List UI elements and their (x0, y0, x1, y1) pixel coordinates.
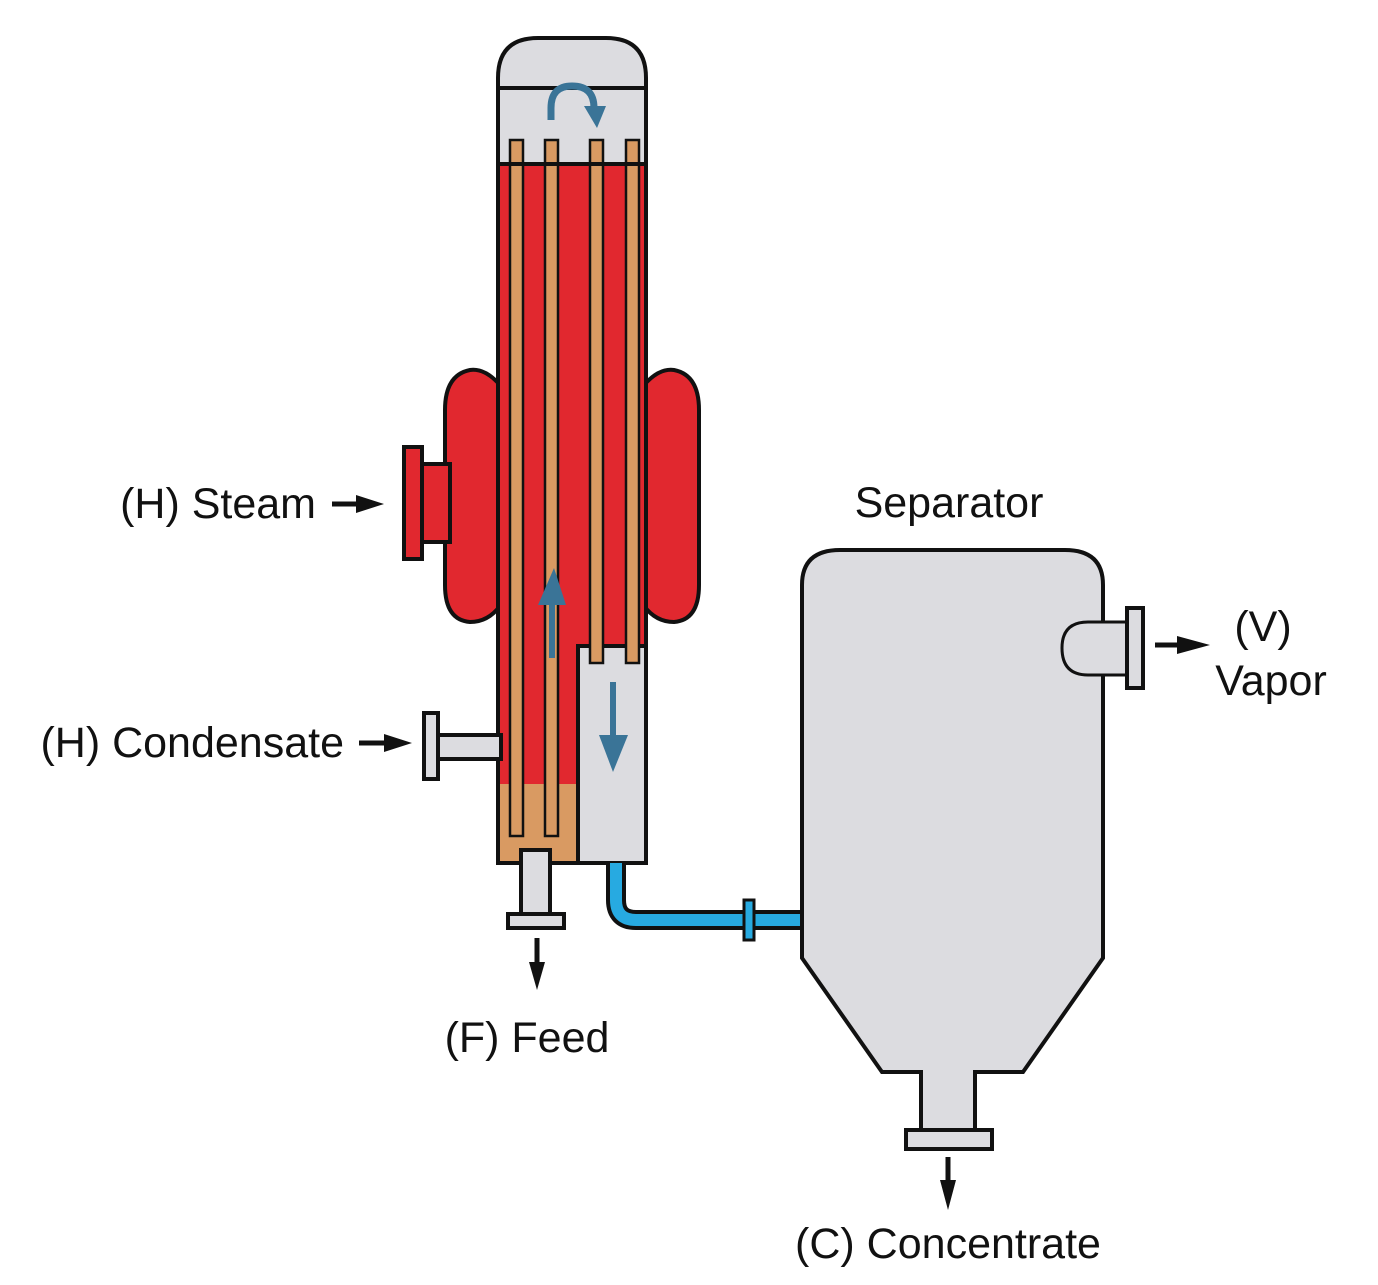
vapor-outlet-flange (1125, 606, 1145, 690)
evaporator-top-dome (496, 36, 648, 90)
steam-jacket-left (443, 367, 502, 625)
recirculation-arrowhead-icon (584, 106, 606, 128)
transfer-pipe-flange (742, 898, 756, 942)
tube-2 (543, 138, 560, 838)
concentrate-outlet-flange (904, 1128, 994, 1151)
transfer-pipe-outline (606, 863, 802, 930)
condensate-outlet-flange (422, 711, 440, 781)
feed-inlet-nozzle (519, 848, 552, 918)
tube-3 (588, 138, 605, 665)
steam-label: (H) Steam (120, 480, 316, 528)
concentrate-label: (C) Concentrate (795, 1220, 1101, 1268)
condensate-outlet-nozzle (436, 733, 503, 761)
vapor-code-label: (V) (1234, 603, 1291, 651)
feed-inlet-flange (506, 912, 566, 930)
feed-arrow-icon (529, 962, 545, 990)
steam-jacket-right (642, 367, 701, 625)
steam-arrow-icon (356, 495, 384, 513)
tube-4 (624, 138, 641, 665)
separator-label: Separator (855, 479, 1044, 527)
vapor-label: Vapor (1215, 657, 1327, 705)
concentrate-arrow-icon (940, 1180, 956, 1210)
condensate-arrow-icon (384, 734, 412, 752)
down-flow-arrow-icon (599, 735, 628, 772)
tube-1 (508, 138, 525, 838)
feed-label: (F) Feed (445, 1014, 610, 1062)
vapor-arrow-icon (1177, 636, 1210, 654)
vapor-outlet-nozzle (1060, 620, 1128, 677)
recirculation-arrow-icon (547, 82, 598, 120)
steam-inlet-nozzle (418, 462, 452, 544)
rising-flow-arrow-icon (538, 568, 566, 605)
separator-vessel (800, 548, 1105, 1132)
condensate-label: (H) Condensate (40, 719, 344, 767)
transfer-pipe (610, 863, 802, 926)
steam-inlet-flange (402, 445, 424, 561)
